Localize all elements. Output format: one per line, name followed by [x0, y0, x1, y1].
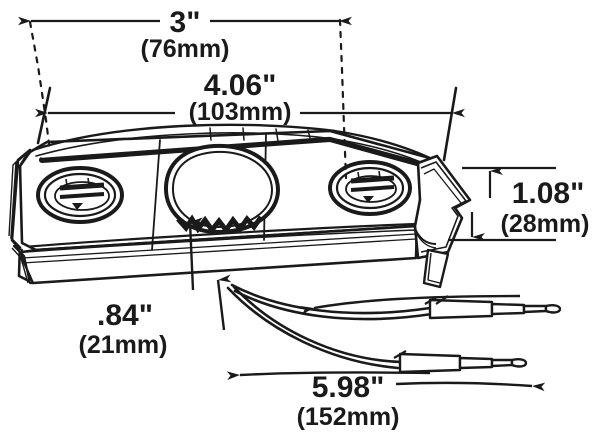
bullet-connector-upper	[424, 295, 562, 320]
dimension-value-mm: (21mm)	[79, 331, 168, 359]
bullet-connector-lower	[393, 350, 528, 374]
dimension-value-mm: (28mm)	[501, 210, 590, 238]
dimension-overall-length: 4.06" (103mm)	[35, 69, 465, 162]
dimension-value-inches: 3"	[170, 6, 201, 39]
dimension-value-inches: .84"	[97, 299, 153, 332]
right-oval-lens	[328, 160, 412, 216]
dimension-value-inches: 4.06"	[204, 69, 277, 102]
left-end-bracket	[8, 148, 38, 285]
dimension-mounting-width: 3" (76mm)	[18, 6, 352, 180]
dimension-overall-height: 1.08" (28mm)	[448, 166, 590, 242]
dimension-value-mm: (152mm)	[297, 403, 400, 431]
right-end-bracket	[413, 154, 472, 289]
dimension-body-depth: .84" (21mm)	[79, 217, 232, 359]
dimension-value-mm: (76mm)	[141, 35, 230, 63]
dimension-value-mm: (103mm)	[189, 98, 292, 126]
left-oval-lens	[36, 166, 124, 224]
wire-lead-lower	[226, 285, 404, 370]
dimension-value-inches: 5.98"	[312, 371, 385, 404]
center-lens	[163, 143, 281, 235]
dimension-wire-lead-length: 5.98" (152mm)	[226, 294, 546, 431]
dimension-value-inches: 1.08"	[512, 177, 585, 210]
wire-lead-upper	[230, 283, 434, 321]
